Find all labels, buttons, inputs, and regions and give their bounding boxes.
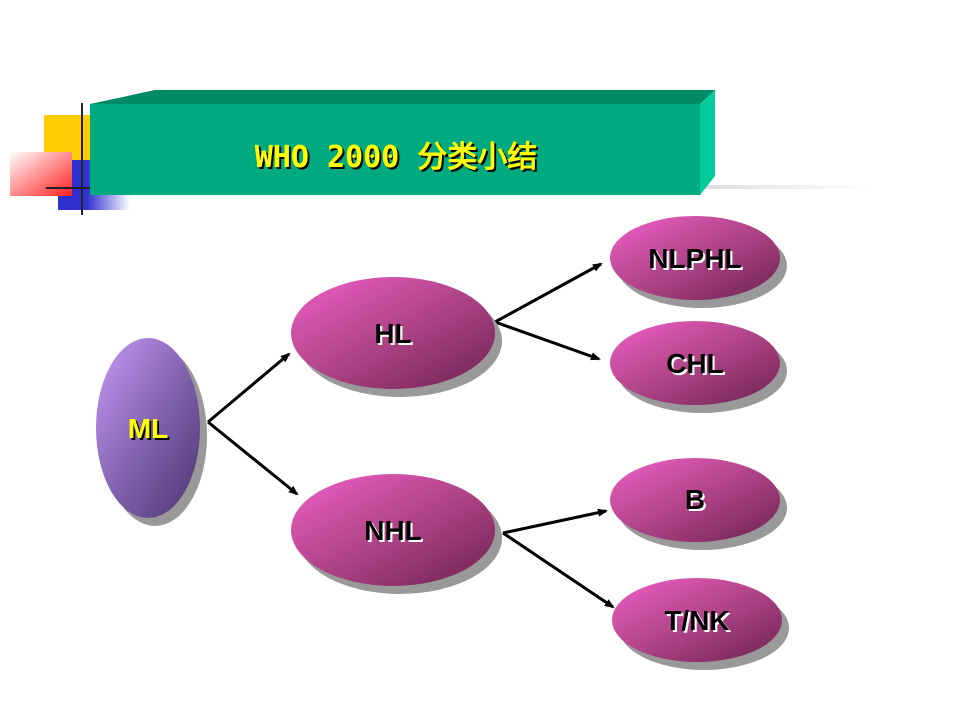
- node-chl: CHL: [610, 321, 787, 413]
- node-nlphl: NLPHL: [610, 216, 787, 308]
- node-label: B: [685, 484, 705, 515]
- arrow-hl-chl: [494, 320, 601, 361]
- node-label: NHL: [364, 515, 422, 546]
- title-banner: WHO 2000 分类小结: [90, 90, 875, 195]
- node-label: HL: [374, 318, 411, 349]
- arrow-nhl-b: [502, 508, 608, 535]
- node-label: T/NK: [664, 605, 729, 636]
- node-ml: ML: [96, 338, 207, 526]
- node-hl: HL: [291, 277, 502, 397]
- node-label: CHL: [666, 348, 724, 379]
- arrow-nhl-tnk: [502, 531, 615, 609]
- slide-title: WHO 2000 分类小结: [255, 140, 538, 175]
- node-nhl: NHL: [291, 474, 502, 594]
- node-b: B: [610, 458, 787, 550]
- arrow-hl-nlphl: [494, 262, 603, 324]
- arrows: [207, 262, 615, 609]
- node-tnk: T/NK: [612, 578, 789, 670]
- arrow-ml-nhl: [207, 420, 299, 496]
- node-label: NLPHL: [648, 243, 741, 274]
- arrow-ml-hl: [207, 352, 291, 424]
- node-label: ML: [128, 413, 168, 444]
